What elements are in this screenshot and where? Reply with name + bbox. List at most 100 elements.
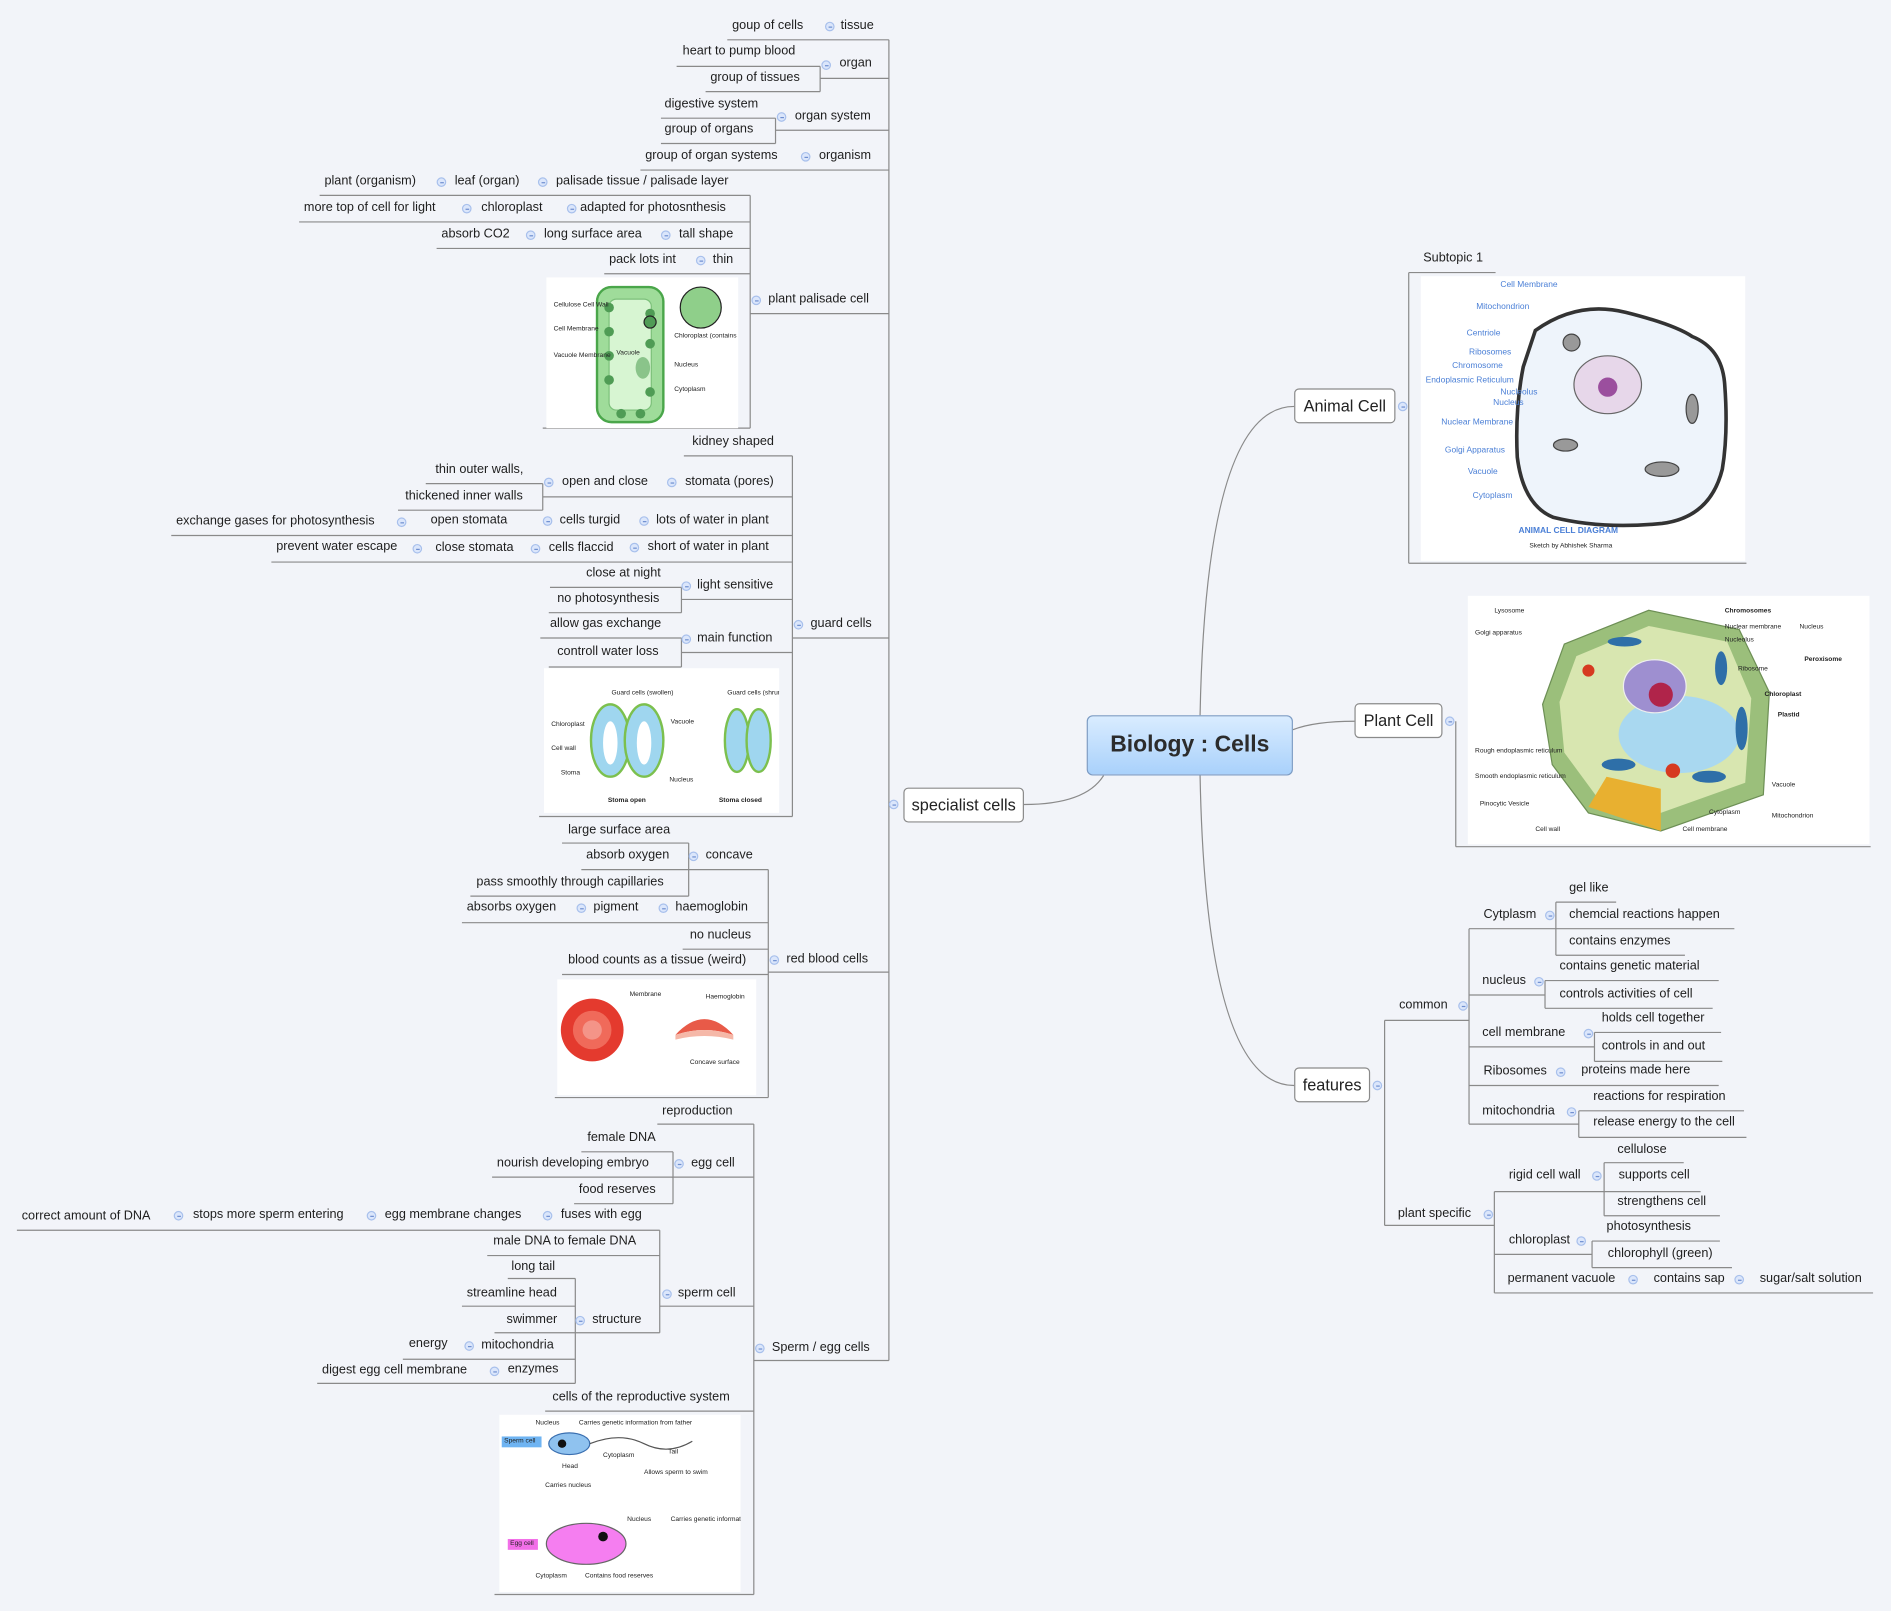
collapse-toggle-icon[interactable]	[537, 177, 548, 187]
topic-more-top-of-cell-for-light[interactable]: more top of cell for light	[303, 200, 436, 215]
topic-no-photosynthesis[interactable]: no photosynthesis	[557, 590, 660, 606]
topic-cytplasm[interactable]: Cytplasm	[1483, 906, 1537, 922]
topic-cells-flaccid[interactable]: cells flaccid	[548, 540, 614, 555]
topic-energy[interactable]: energy	[408, 1336, 448, 1351]
topic-mitochondria[interactable]: mitochondria	[481, 1337, 554, 1353]
collapse-toggle-icon[interactable]	[821, 60, 832, 70]
topic-pass-smoothly-through-capillaries[interactable]: pass smoothly through capillaries	[476, 874, 664, 889]
collapse-toggle-icon[interactable]	[542, 516, 553, 526]
collapse-toggle-icon[interactable]	[1458, 1001, 1468, 1011]
topic-organ[interactable]: organ	[839, 55, 872, 70]
topic-cells-of-the-reproductive-system[interactable]: cells of the reproductive system	[552, 1389, 730, 1404]
collapse-toggle-icon[interactable]	[755, 1343, 765, 1354]
topic-nourish-developing-embryo[interactable]: nourish developing embryo	[496, 1155, 649, 1170]
topic-tissue[interactable]: tissue	[840, 18, 874, 33]
collapse-toggle-icon[interactable]	[1483, 1209, 1494, 1220]
collapse-toggle-icon[interactable]	[1583, 1028, 1594, 1039]
collapse-toggle-icon[interactable]	[575, 1315, 585, 1326]
topic-group-of-tissues[interactable]: group of tissues	[710, 69, 800, 85]
topic-reproduction[interactable]: reproduction	[662, 1103, 733, 1119]
topic-open-stomata[interactable]: open stomata	[430, 512, 508, 528]
topic-haemoglobin[interactable]: haemoglobin	[675, 899, 748, 915]
topic-open-and-close[interactable]: open and close	[562, 473, 648, 489]
topic-chloroplast[interactable]: chloroplast	[1508, 1232, 1571, 1248]
collapse-toggle-icon[interactable]	[436, 177, 447, 187]
topic-enzymes[interactable]: enzymes	[507, 1361, 559, 1377]
collapse-toggle-icon[interactable]	[396, 517, 407, 528]
collapse-toggle-icon[interactable]	[776, 112, 787, 122]
topic-cellulose[interactable]: cellulose	[1617, 1142, 1667, 1157]
topic-chemcial-reactions-happen[interactable]: chemcial reactions happen	[1569, 906, 1720, 922]
topic-food-reserves[interactable]: food reserves	[578, 1181, 656, 1197]
collapse-toggle-icon[interactable]	[576, 903, 587, 914]
topic-subtopic-1[interactable]: Subtopic 1	[1423, 250, 1484, 266]
topic-features[interactable]: features	[1294, 1067, 1371, 1103]
topic-supports-cell[interactable]: supports cell	[1618, 1167, 1690, 1182]
topic-mitochondria[interactable]: mitochondria	[1482, 1103, 1555, 1119]
collapse-toggle-icon[interactable]	[688, 851, 699, 862]
collapse-toggle-icon[interactable]	[769, 955, 780, 965]
topic-egg-cell[interactable]: egg cell	[691, 1155, 735, 1170]
topic-plant-cell[interactable]: Plant Cell	[1354, 703, 1443, 739]
topic-contains-genetic-material[interactable]: contains genetic material	[1559, 958, 1700, 974]
topic-contains-enzymes[interactable]: contains enzymes	[1569, 933, 1671, 948]
topic-thin-outer-walls[interactable]: thin outer walls,	[435, 461, 524, 477]
topic-contains-sap[interactable]: contains sap	[1653, 1271, 1725, 1286]
collapse-toggle-icon[interactable]	[658, 903, 669, 914]
topic-long-tail[interactable]: long tail	[511, 1259, 556, 1274]
topic-gel-like[interactable]: gel like	[1569, 880, 1609, 895]
topic-guard-cells[interactable]: guard cells	[810, 616, 872, 631]
collapse-toggle-icon[interactable]	[366, 1210, 377, 1221]
topic-female-dna[interactable]: female DNA	[587, 1130, 656, 1145]
collapse-toggle-icon[interactable]	[639, 516, 649, 526]
topic-holds-cell-together[interactable]: holds cell together	[1601, 1010, 1705, 1026]
topic-ribosomes[interactable]: Ribosomes	[1483, 1063, 1547, 1079]
topic-streamline-head[interactable]: streamline head	[466, 1285, 557, 1301]
topic-no-nucleus[interactable]: no nucleus	[689, 927, 752, 942]
collapse-toggle-icon[interactable]	[681, 634, 692, 645]
collapse-toggle-icon[interactable]	[888, 799, 899, 810]
collapse-toggle-icon[interactable]	[173, 1210, 184, 1221]
collapse-toggle-icon[interactable]	[566, 203, 577, 214]
collapse-toggle-icon[interactable]	[662, 1289, 672, 1299]
topic-short-of-water-in-plant[interactable]: short of water in plant	[647, 539, 769, 554]
topic-nucleus[interactable]: nucleus	[1482, 973, 1526, 988]
topic-stomata-pores[interactable]: stomata (pores)	[685, 473, 774, 489]
topic-cells-turgid[interactable]: cells turgid	[559, 512, 621, 528]
collapse-toggle-icon[interactable]	[666, 477, 677, 488]
topic-animal-cell[interactable]: Animal Cell	[1294, 388, 1396, 424]
topic-male-dna-to-female-dna[interactable]: male DNA to female DNA	[493, 1233, 637, 1249]
topic-pigment[interactable]: pigment	[593, 899, 639, 915]
topic-group-of-organs[interactable]: group of organs	[664, 121, 754, 137]
topic-thin[interactable]: thin	[712, 252, 734, 267]
collapse-toggle-icon[interactable]	[530, 543, 541, 554]
topic-exchange-gases-for-photosynthesis[interactable]: exchange gases for photosynthesis	[176, 513, 375, 529]
topic-rigid-cell-wall[interactable]: rigid cell wall	[1508, 1167, 1581, 1182]
topic-sperm-cell[interactable]: sperm cell	[677, 1285, 736, 1301]
collapse-toggle-icon[interactable]	[1397, 401, 1408, 412]
central-topic[interactable]: Biology : Cells	[1086, 715, 1293, 776]
topic-swimmer[interactable]: swimmer	[506, 1312, 558, 1327]
topic-close-stomata[interactable]: close stomata	[435, 540, 514, 555]
topic-group-of-organ-systems[interactable]: group of organ systems	[645, 148, 778, 163]
collapse-toggle-icon[interactable]	[412, 543, 423, 554]
collapse-toggle-icon[interactable]	[461, 203, 472, 214]
collapse-toggle-icon[interactable]	[543, 477, 554, 488]
collapse-toggle-icon[interactable]	[1628, 1274, 1638, 1285]
topic-lots-of-water-in-plant[interactable]: lots of water in plant	[656, 512, 769, 528]
topic-allow-gas-exchange[interactable]: allow gas exchange	[549, 616, 662, 631]
topic-chloroplast[interactable]: chloroplast	[481, 200, 543, 215]
topic-permanent-vacuole[interactable]: permanent vacuole	[1507, 1271, 1616, 1286]
collapse-toggle-icon[interactable]	[800, 151, 811, 162]
collapse-toggle-icon[interactable]	[525, 230, 536, 241]
topic-controll-water-loss[interactable]: controll water loss	[557, 644, 659, 659]
topic-palisade-tissue-palisade-layer[interactable]: palisade tissue / palisade layer	[556, 173, 729, 189]
collapse-toggle-icon[interactable]	[1734, 1274, 1745, 1285]
collapse-toggle-icon[interactable]	[629, 542, 640, 553]
topic-plant-palisade-cell[interactable]: plant palisade cell	[768, 291, 869, 307]
topic-fuses-with-egg[interactable]: fuses with egg	[560, 1207, 642, 1222]
topic-main-function[interactable]: main function	[697, 630, 773, 646]
topic-goup-of-cells[interactable]: goup of cells	[732, 18, 804, 33]
topic-tall-shape[interactable]: tall shape	[679, 226, 734, 242]
collapse-toggle-icon[interactable]	[542, 1210, 553, 1221]
